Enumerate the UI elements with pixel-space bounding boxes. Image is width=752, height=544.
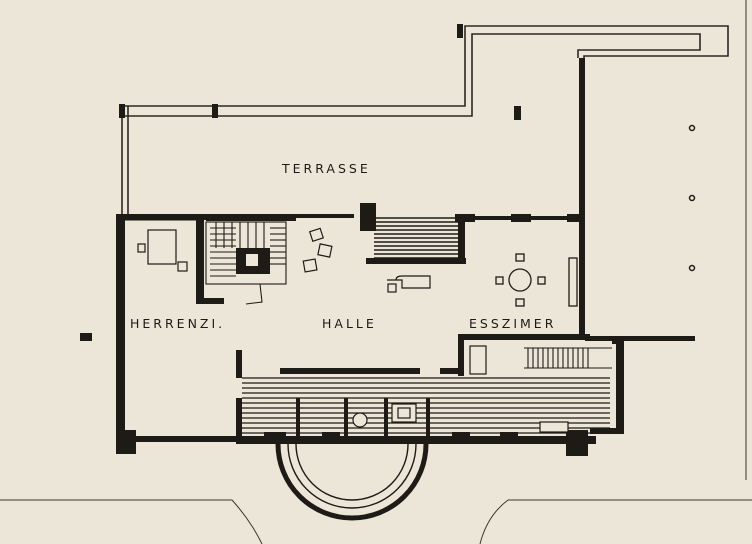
south-partitions [236,398,518,440]
dining-label: ESSZIMER [469,316,556,331]
hall-furniture [302,227,431,293]
south-fixtures [352,345,569,433]
parapet-pier [457,24,463,38]
entrance-semicircle [275,443,429,521]
terrace-label: TERRASSE [281,161,371,176]
hall-label: HALLE [322,316,377,331]
parapet-pier [212,104,218,118]
terrace-stairs [374,217,458,259]
dining-table [495,253,578,307]
east-terrace-wall [585,336,695,341]
terrace-parapet [121,25,729,215]
study-furniture [137,229,188,272]
service-stairs [524,347,612,369]
interior-stairs [205,221,287,305]
east-wall [579,58,585,338]
parapet-pier [514,106,521,120]
main-walls [80,203,624,456]
column-dots [688,124,696,272]
stair-newel [246,254,258,266]
study-label: HERRENZI. [130,316,225,331]
north-windows [125,215,567,221]
parapet-pier [119,104,125,118]
